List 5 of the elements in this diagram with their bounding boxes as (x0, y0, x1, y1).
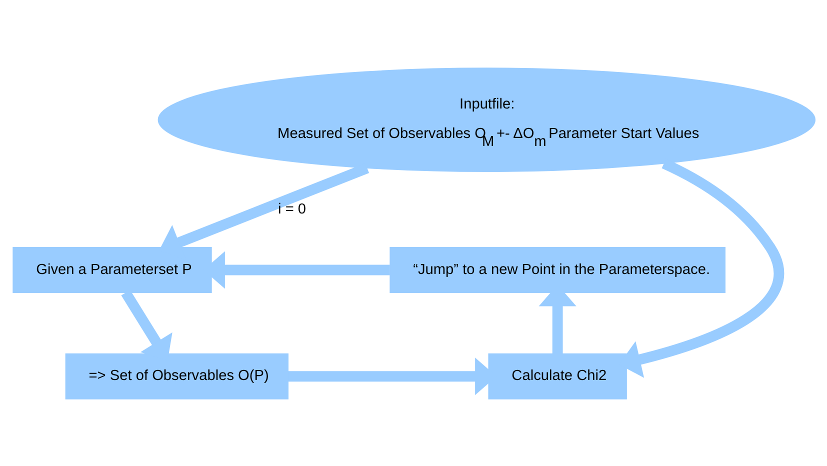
edge-label: i = 0 (278, 200, 306, 217)
node-box: “Jump” to a new Point in the Parameterspace. (389, 246, 725, 292)
node-box: Calculate Chi2 (488, 352, 626, 399)
node-box: Given a Parameterset P (12, 246, 212, 292)
node-box: => Set of Observables O(P) (64, 352, 288, 399)
